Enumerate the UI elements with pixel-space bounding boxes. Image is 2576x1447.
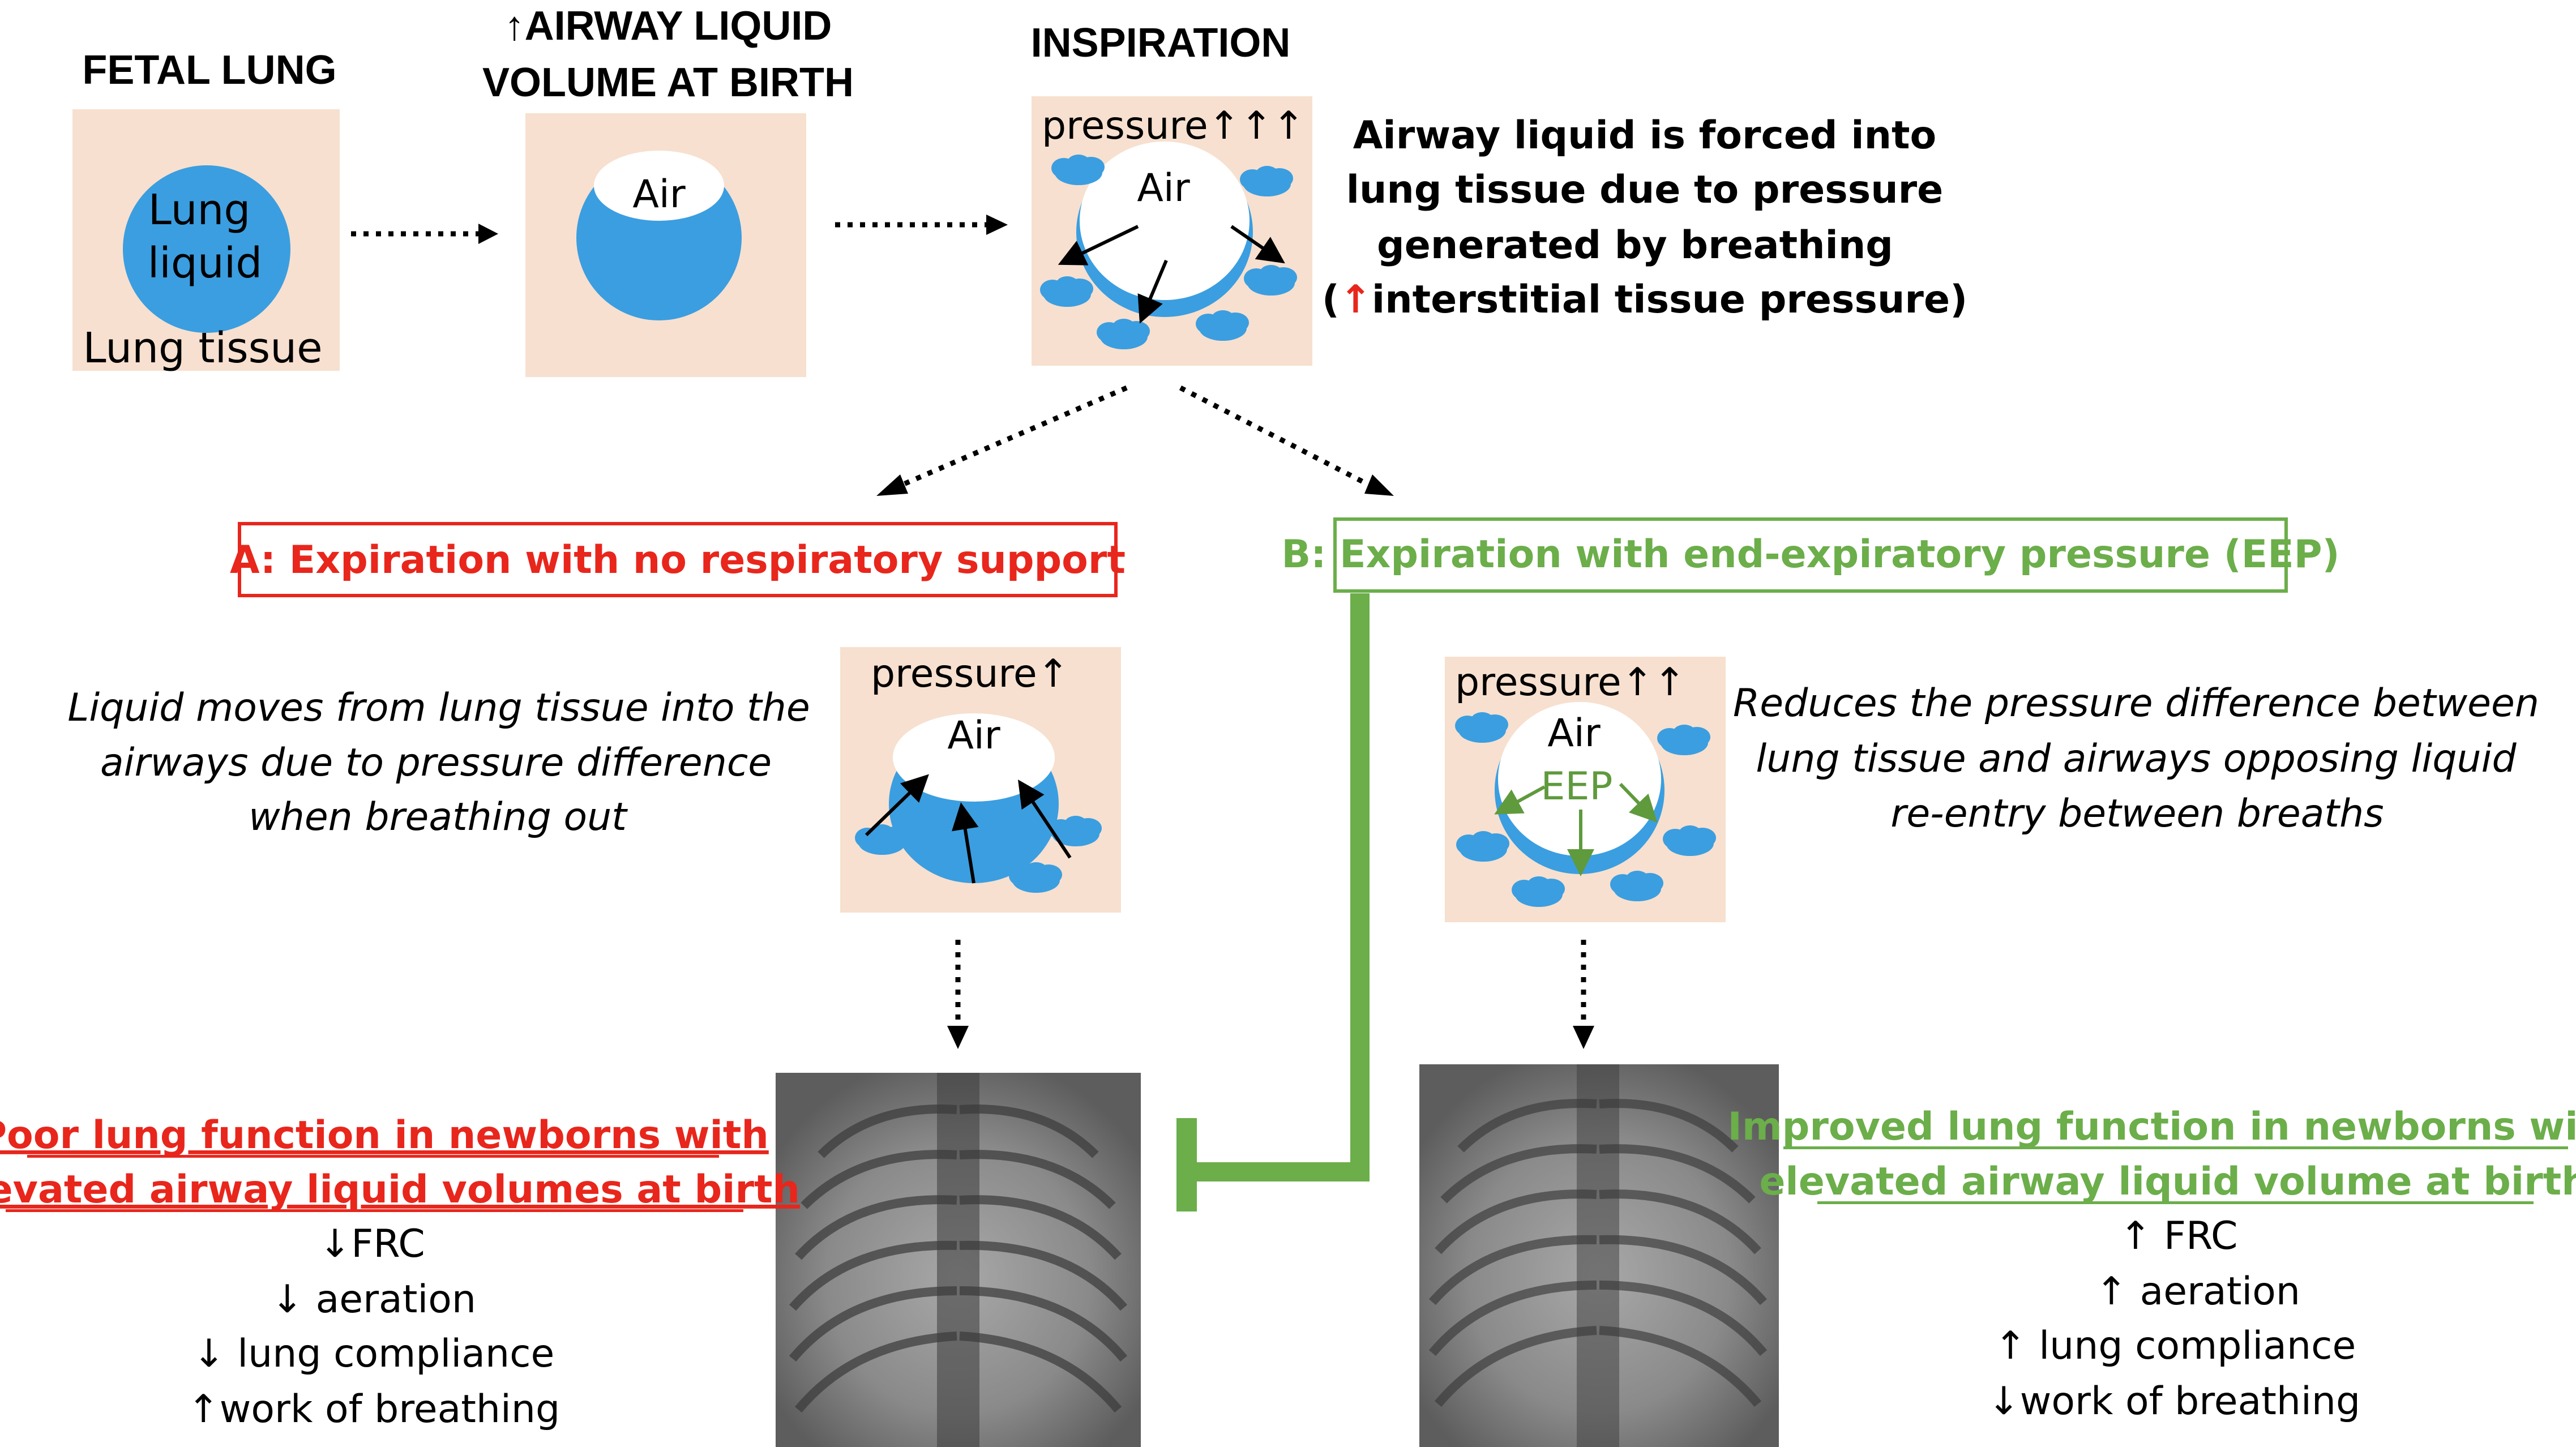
branch-a-air-space <box>893 713 1055 802</box>
arrow-to-branch-b <box>1179 385 1375 490</box>
branch-b-desc-line3: re-entry between breaths <box>1890 791 2384 836</box>
inspiration-air-space <box>1080 142 1250 300</box>
inspiration-description: Airway liquid is forced into lung tissue… <box>1322 113 1967 322</box>
birth-title-line1: ↑AIRWAY LIQUID <box>504 3 832 49</box>
branch-a-outcome-line1: Poor lung function in newborns with <box>0 1113 769 1158</box>
inspiration-air-label: Air <box>1137 166 1189 211</box>
inspiration-desc-line1: Airway liquid is forced into <box>1353 113 1936 158</box>
branch-b-label: B: Expiration with end-expiratory pressu… <box>1281 532 2339 577</box>
branch-a-outcome-line2: elevated airway liquid volumes at birth <box>0 1167 800 1212</box>
fetal-liquid-label-line2: liquid <box>148 239 263 288</box>
branch-a-effect-frc: ↓FRC <box>319 1222 425 1266</box>
inspiration-panel: INSPIRATION pressure↑↑↑ Air <box>1031 20 1312 366</box>
arrowhead-branch-a-to-outcome <box>947 1026 969 1049</box>
branch-a-liquid-in-arrow <box>865 774 929 837</box>
arrowhead-to-branch-a <box>876 474 908 496</box>
arrowhead-fetal-to-birth <box>478 224 498 244</box>
inspiration-liquid-out-arrow <box>1137 259 1168 324</box>
branch-b-xray-image <box>1419 1064 1779 1447</box>
branch-b-effect-work: ↓work of breathing <box>1988 1379 2360 1424</box>
branch-a-xray-image <box>776 1073 1141 1447</box>
branch-b-inhibition-bar <box>1176 1118 1197 1211</box>
branch-a-outcome-underline2 <box>6 1209 743 1212</box>
birth-air-label: Air <box>632 172 685 217</box>
branch-b-eep-label: EEP <box>1541 764 1613 809</box>
branch-a-desc-line2: airways due to pressure difference <box>100 740 772 785</box>
branch-b-label-box <box>1333 517 2288 593</box>
branch-b-eep-arrow <box>1619 782 1658 823</box>
inspiration-liquid-out-arrow <box>1058 225 1139 266</box>
branch-b-inhibition-connector <box>1186 593 1370 1181</box>
inspiration-title: INSPIRATION <box>1031 20 1291 66</box>
xray-a-spine <box>937 1073 979 1447</box>
birth-panel: ↑AIRWAY LIQUID VOLUME AT BIRTH Air <box>482 3 854 377</box>
inspiration-desc-rest: interstitial tissue pressure) <box>1372 277 1967 322</box>
branch-b-air-label: Air <box>1547 711 1600 756</box>
branch-a-desc-line3: when breathing out <box>249 795 628 840</box>
branch-b-outcome-underline1 <box>1783 1146 2568 1149</box>
inspiration-desc-up-arrow: ↑ <box>1340 277 1372 322</box>
branch-b: B: Expiration with end-expiratory pressu… <box>1176 517 2576 1447</box>
fetal-lung-title: FETAL LUNG <box>82 48 336 93</box>
birth-air-pocket <box>594 151 724 221</box>
branch-a: A: Expiration with no respiratory suppor… <box>0 522 1141 1447</box>
inspiration-desc-line2: lung tissue due to pressure <box>1346 168 1944 212</box>
arrowhead-birth-to-inspiration <box>986 215 1008 235</box>
xray-b-ribs <box>1428 1099 1768 1407</box>
inspiration-desc-paren: ( <box>1322 277 1340 322</box>
branch-b-effect-frc: ↑ FRC <box>2119 1214 2237 1258</box>
inspiration-liquid-out-arrow <box>1230 225 1285 264</box>
branch-a-desc-line1: Liquid moves from lung tissue into the <box>67 686 810 730</box>
branch-a-outcome-underline1 <box>27 1155 719 1158</box>
branch-b-outcome-line1: Improved lung function in newborns with <box>1728 1104 2576 1149</box>
xray-b-spine <box>1577 1064 1619 1447</box>
arrow-to-branch-a <box>896 385 1128 490</box>
branch-a-liquid-in-arrow <box>952 802 979 884</box>
fetal-tissue-label: Lung tissue <box>83 324 322 373</box>
fetal-lung-panel: FETAL LUNG Lung liquid Lung tissue <box>72 48 340 373</box>
branch-b-effect-compliance: ↑ lung compliance <box>1995 1324 2356 1368</box>
branch-a-label: A: Expiration with no respiratory suppor… <box>230 538 1126 583</box>
inspiration-pressure-label: pressure↑↑↑ <box>1042 104 1305 148</box>
xray-a-ribs <box>789 1104 1128 1413</box>
arrowhead-to-branch-b <box>1364 474 1394 496</box>
fetal-lung-liquid-circle <box>123 165 290 333</box>
branch-a-effect-work: ↑work of breathing <box>187 1387 560 1432</box>
branch-b-eep-arrow <box>1494 785 1546 815</box>
branch-b-desc-line1: Reduces the pressure difference between <box>1733 681 2539 726</box>
inspiration-desc-line4: (↑interstitial tissue pressure) <box>1322 277 1967 322</box>
branch-a-effect-aeration: ↓ aeration <box>271 1277 476 1322</box>
branch-a-liquid-in-arrow <box>1018 780 1072 859</box>
branch-b-effect-aeration: ↑ aeration <box>2095 1269 2300 1314</box>
branch-a-label-box <box>238 522 1118 597</box>
branch-b-desc-line2: lung tissue and airways opposing liquid <box>1756 737 2517 781</box>
branch-b-air-space <box>1498 702 1661 856</box>
branch-b-outcome-line2: elevated airway liquid volume at birth <box>1759 1159 2576 1204</box>
birth-title-line2: VOLUME AT BIRTH <box>482 60 854 105</box>
branch-a-effect-compliance: ↓ lung compliance <box>193 1332 555 1376</box>
arrowhead-branch-b-to-outcome <box>1573 1026 1594 1049</box>
fetal-liquid-label-line1: Lung <box>148 186 251 234</box>
branch-b-outcome-underline2 <box>1817 1201 2534 1204</box>
branch-a-air-label: Air <box>947 713 1000 758</box>
branch-b-pressure-label: pressure↑↑ <box>1455 660 1686 705</box>
inspiration-desc-line3: generated by breathing <box>1377 223 1893 268</box>
branch-a-pressure-label: pressure↑ <box>871 652 1069 696</box>
